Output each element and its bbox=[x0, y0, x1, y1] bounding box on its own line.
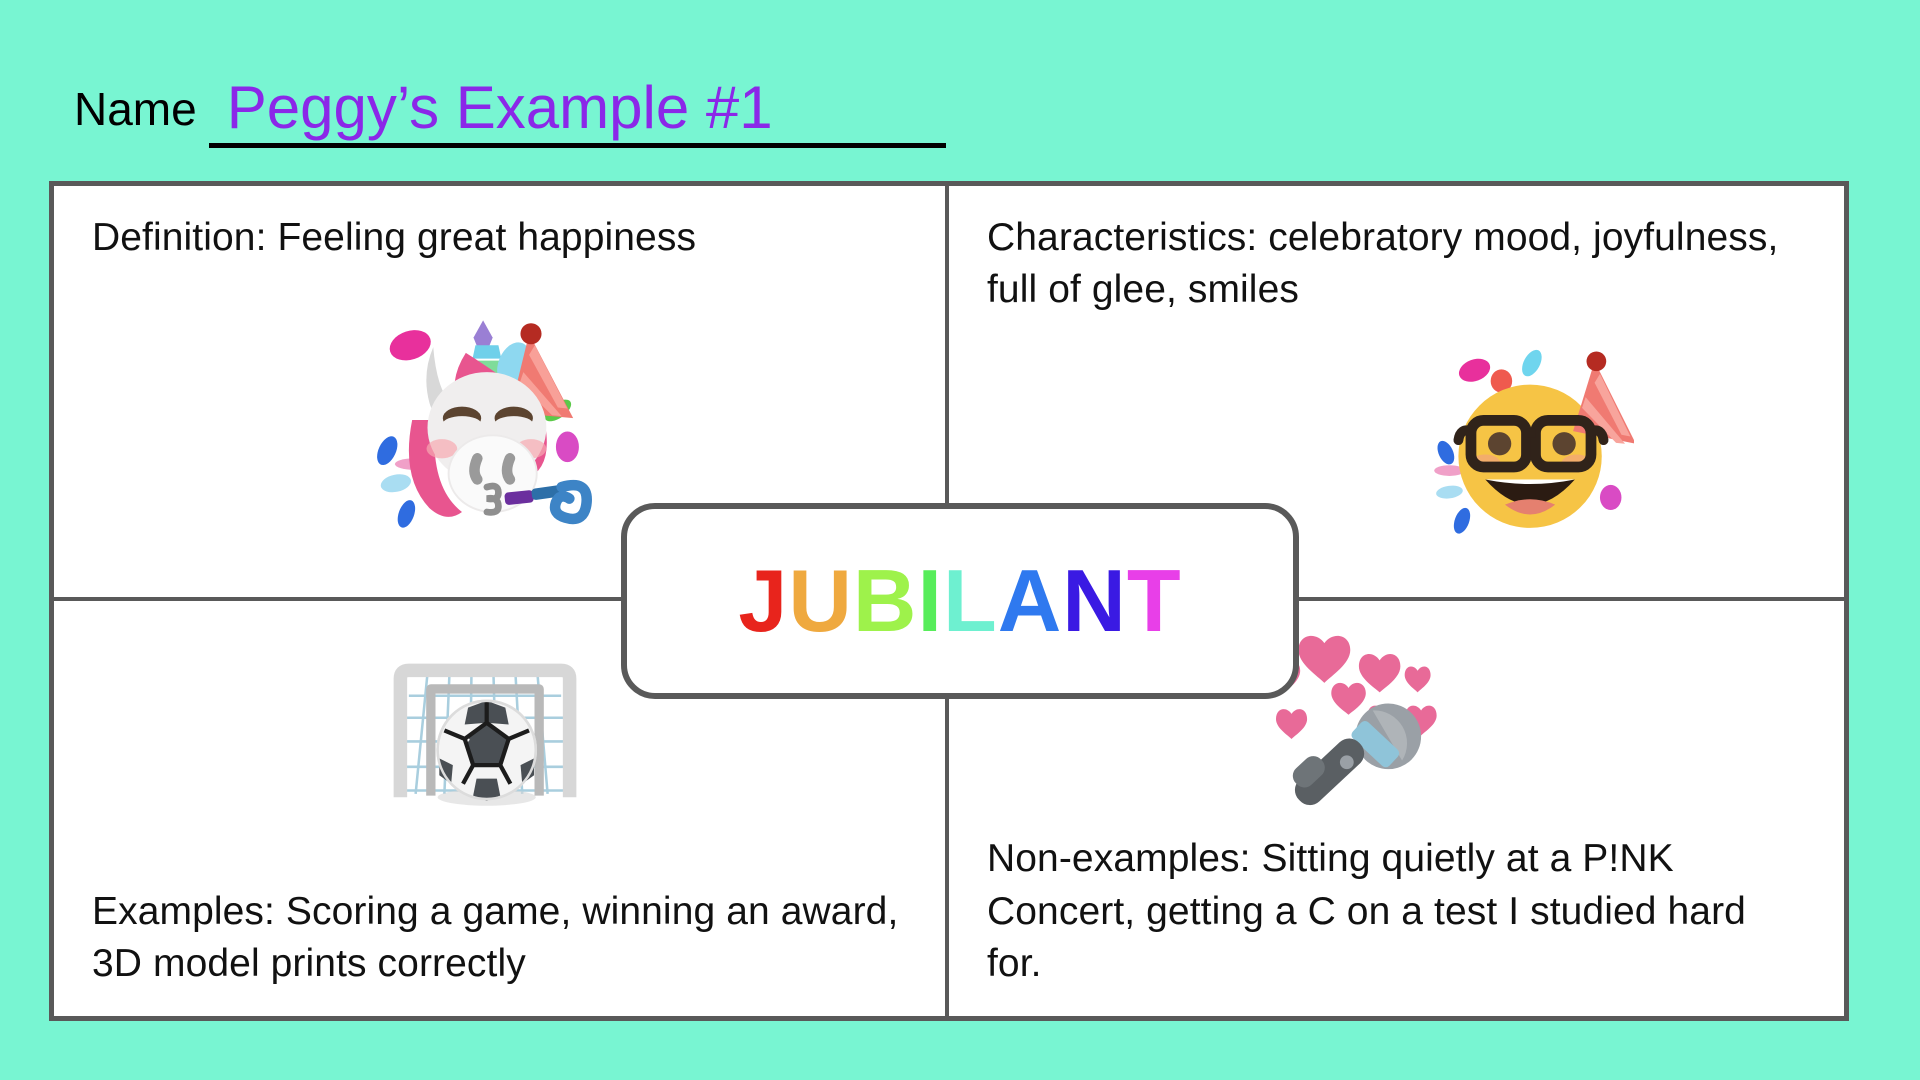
quadrant-characteristics: Characteristics: celebratory mood, joyfu… bbox=[949, 186, 1844, 601]
partying-nerd-face-emoji bbox=[1434, 350, 1634, 534]
concept-letter-j-0: J bbox=[738, 551, 789, 650]
characteristics-text: Characteristics: celebratory mood, joyfu… bbox=[987, 216, 1779, 312]
definition-text: Definition: Feeling great happiness bbox=[92, 216, 697, 259]
name-row: Name Peggy’s Example #1 bbox=[74, 48, 1074, 148]
examples-text: Examples: Scoring a game, winning an awa… bbox=[92, 889, 899, 985]
concept-letter-n-6: N bbox=[1062, 551, 1127, 650]
concept-letter-a-5: A bbox=[997, 551, 1063, 650]
concept-letter-l-4: L bbox=[942, 551, 998, 650]
name-value: Peggy’s Example #1 bbox=[226, 74, 773, 141]
name-blank-line[interactable]: Peggy’s Example #1 bbox=[208, 56, 946, 148]
characteristics-emoji-slot bbox=[987, 321, 1806, 572]
concept-letter-i-3: I bbox=[917, 551, 943, 650]
examples-emoji-slot bbox=[92, 627, 907, 882]
quadrant-examples: Examples: Scoring a game, winning an awa… bbox=[54, 601, 949, 1016]
non-examples-text: Non-examples: Sitting quietly at a P!NK … bbox=[987, 837, 1746, 985]
name-label: Name bbox=[74, 83, 197, 135]
concept-letter-b-2: B bbox=[852, 551, 918, 650]
concept-letter-t-7: T bbox=[1126, 551, 1182, 650]
goal-net-soccer-ball-emoji bbox=[393, 663, 576, 806]
definition-emoji-slot bbox=[92, 268, 907, 571]
quadrant-definition: Definition: Feeling great happiness bbox=[54, 186, 949, 601]
concept-letter-u-1: U bbox=[788, 551, 853, 650]
party-unicorn-emoji bbox=[376, 319, 592, 528]
